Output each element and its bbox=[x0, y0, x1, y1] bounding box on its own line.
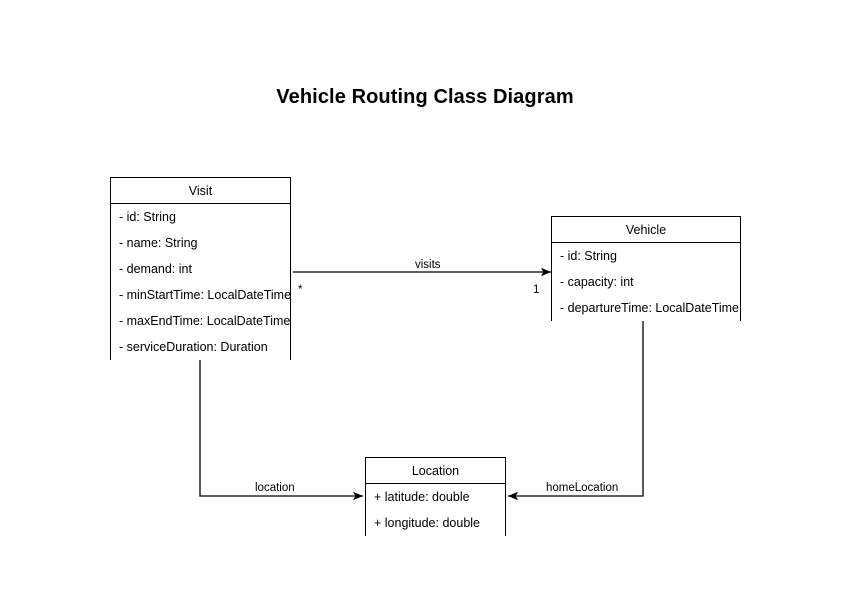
uml-class-visit-name: Visit bbox=[111, 178, 290, 204]
edge-label-location: location bbox=[252, 482, 298, 494]
uml-attribute: - minStartTime: LocalDateTime bbox=[119, 288, 292, 302]
uml-class-vehicle-name: Vehicle bbox=[552, 217, 740, 243]
uml-attribute: + longitude: double bbox=[374, 516, 480, 530]
uml-attribute: - id: String bbox=[119, 210, 176, 224]
uml-attribute: - maxEndTime: LocalDateTime bbox=[119, 314, 291, 328]
uml-attribute: - demand: int bbox=[119, 262, 192, 276]
page-title: Vehicle Routing Class Diagram bbox=[276, 86, 574, 108]
uml-attribute: - name: String bbox=[119, 236, 198, 250]
edge-location bbox=[199, 360, 363, 501]
uml-class-visit[interactable]: Visit - id: String - name: String - dema… bbox=[110, 177, 291, 360]
uml-attribute: + latitude: double bbox=[374, 490, 470, 504]
uml-class-location[interactable]: Location + latitude: double + longitude:… bbox=[365, 457, 506, 536]
uml-class-vehicle-attributes: - id: String - capacity: int - departure… bbox=[552, 243, 740, 321]
uml-class-visit-attributes: - id: String - name: String - demand: in… bbox=[111, 204, 292, 360]
uml-attribute: - capacity: int bbox=[560, 275, 634, 289]
uml-class-location-attributes: + latitude: double + longitude: double bbox=[366, 484, 505, 536]
edge-homelocation bbox=[508, 321, 644, 501]
uml-attribute: - serviceDuration: Duration bbox=[119, 340, 268, 354]
multiplicity-vehicle-side: 1 bbox=[533, 284, 540, 296]
edge-label-homelocation: homeLocation bbox=[543, 482, 622, 494]
multiplicity-visit-side: * bbox=[298, 284, 303, 296]
uml-class-location-name: Location bbox=[366, 458, 505, 484]
uml-attribute: - departureTime: LocalDateTime bbox=[560, 301, 740, 315]
uml-class-vehicle[interactable]: Vehicle - id: String - capacity: int - d… bbox=[551, 216, 741, 321]
uml-attribute: - id: String bbox=[560, 249, 617, 263]
edge-label-visits: visits bbox=[412, 259, 444, 271]
